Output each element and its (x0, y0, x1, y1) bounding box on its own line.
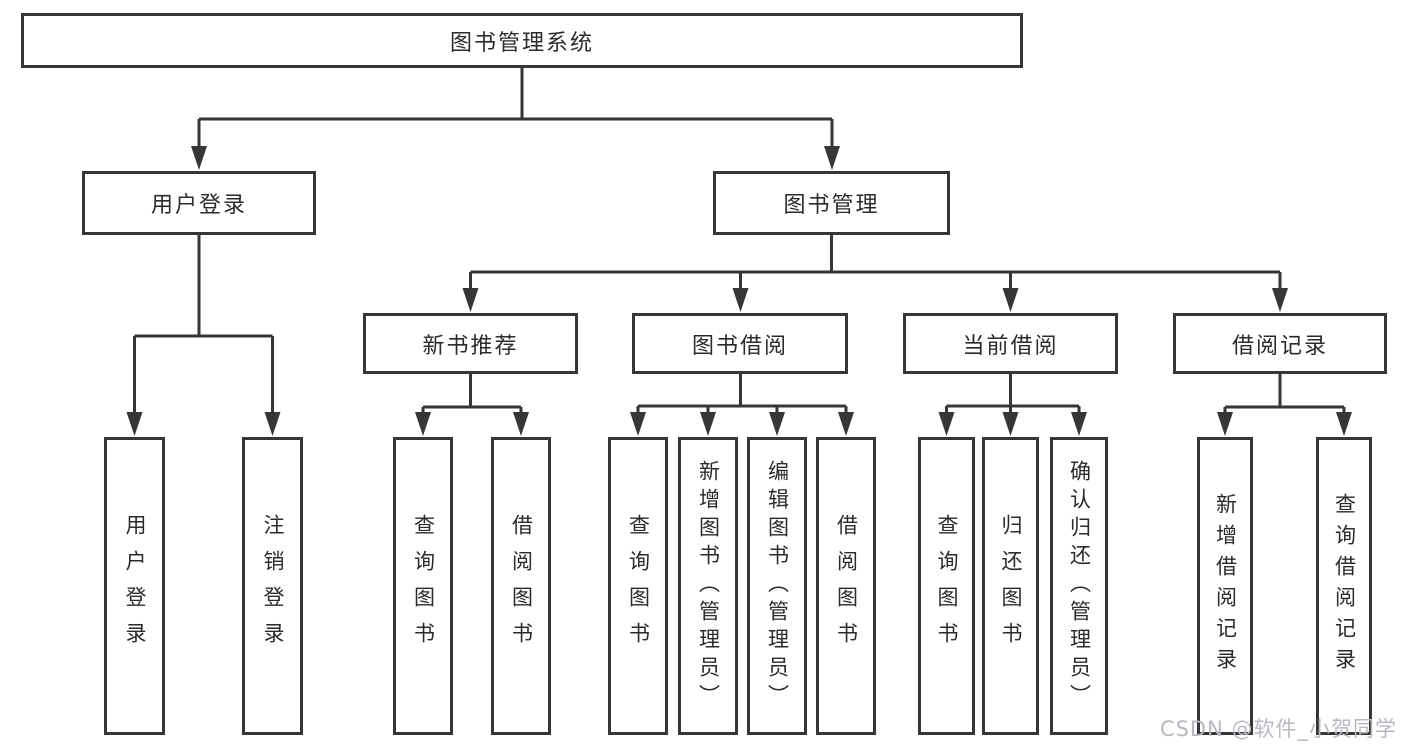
node-label: 借阅图书 (834, 514, 859, 658)
node-label: 编辑图书（管理员） (765, 460, 790, 712)
leaf-add-books-admin: 新增图书（管理员） (678, 437, 738, 735)
arrow-down-icon (1002, 412, 1019, 436)
leaf-user-login: 用户登录 (104, 437, 165, 735)
node-label: 查询借阅记录 (1332, 493, 1357, 679)
node-label: 查询图书 (626, 514, 651, 658)
node-label: 查询图书 (935, 514, 959, 658)
leaf-query-books-borrowing: 查询图书 (608, 437, 668, 735)
node-label: 新书推荐 (422, 333, 519, 359)
node-label: 当前借阅 (962, 333, 1059, 359)
arrow-down-icon (1336, 412, 1352, 436)
node-label: 新增图书（管理员） (696, 460, 721, 712)
node-label: 用户登录 (123, 514, 147, 658)
arrow-down-icon (769, 412, 785, 436)
leaf-borrow-books-recommend: 借阅图书 (491, 437, 551, 735)
arrow-down-icon (838, 412, 854, 436)
arrow-down-icon (1217, 412, 1233, 436)
node-book-management: 图书管理 (713, 171, 950, 235)
leaf-edit-books-admin: 编辑图书（管理员） (747, 437, 807, 735)
arrow-down-icon (938, 412, 955, 436)
edge-root-to-level2 (191, 68, 840, 170)
arrow-down-icon (1071, 412, 1087, 436)
node-user-login: 用户登录 (82, 171, 316, 235)
leaf-borrow-books: 借阅图书 (816, 437, 876, 735)
arrow-down-icon (126, 412, 143, 436)
node-label: 归还图书 (999, 514, 1023, 658)
edge-new-book-recommendation-children (415, 374, 529, 436)
node-label: 图书管理系统 (449, 30, 594, 56)
node-label: 图书管理 (783, 193, 880, 218)
arrow-down-icon (732, 288, 749, 312)
edge-borrowing-records-children (1217, 374, 1352, 436)
arrow-down-icon (824, 146, 840, 170)
arrow-down-icon (513, 412, 529, 436)
edge-current-borrowing-children (938, 374, 1087, 436)
csdn-watermark: CSDN @软件_小贺同学 (1159, 717, 1397, 741)
node-borrowing-records: 借阅记录 (1173, 313, 1387, 374)
leaf-query-books-recommend: 查询图书 (393, 437, 453, 735)
edge-user-login-children (126, 235, 281, 436)
leaf-confirm-return-admin: 确认归还（管理员） (1050, 437, 1108, 735)
arrow-down-icon (415, 412, 431, 436)
arrow-down-icon (1272, 288, 1288, 312)
node-label: 借阅图书 (509, 514, 534, 658)
leaf-logout: 注销登录 (242, 437, 303, 735)
arrow-down-icon (462, 288, 479, 312)
arrow-down-icon (630, 412, 646, 436)
node-label: 用户登录 (150, 193, 247, 218)
node-library-management-system: 图书管理系统 (21, 13, 1023, 68)
node-current-borrowing: 当前借阅 (903, 313, 1118, 374)
arrow-down-icon (264, 412, 281, 436)
leaf-query-books-current: 查询图书 (918, 437, 975, 735)
node-label: 新增借阅记录 (1213, 493, 1238, 679)
node-label: 查询图书 (411, 514, 436, 658)
edge-book-borrowing-children (630, 374, 854, 436)
node-book-borrowing: 图书借阅 (632, 313, 848, 374)
node-label: 图书借阅 (691, 333, 788, 359)
leaf-query-borrowing-record: 查询借阅记录 (1316, 437, 1372, 735)
node-label: 注销登录 (261, 514, 285, 658)
arrow-down-icon (191, 146, 207, 170)
edge-book-management-children (462, 235, 1288, 312)
arrow-down-icon (700, 412, 716, 436)
arrow-down-icon (1002, 288, 1019, 312)
node-label: 借阅记录 (1231, 333, 1328, 359)
node-new-book-recommendation: 新书推荐 (363, 313, 578, 374)
node-label: 确认归还（管理员） (1067, 460, 1092, 712)
leaf-return-books: 归还图书 (982, 437, 1039, 735)
leaf-add-borrowing-record: 新增借阅记录 (1197, 437, 1253, 735)
